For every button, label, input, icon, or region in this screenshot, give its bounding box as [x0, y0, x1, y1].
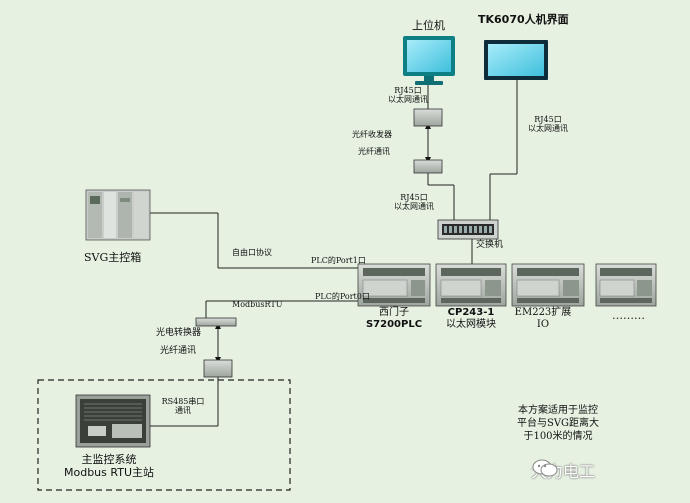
rs485-label-line2: 通讯	[175, 406, 191, 416]
em223-icon	[511, 263, 585, 307]
upper-pc-label: 上位机	[412, 19, 445, 32]
rs485-label-line1: RS485串口	[161, 397, 205, 406]
hmi-label: TK6070人机界面	[478, 13, 569, 26]
extra-module-icon	[595, 263, 657, 307]
modbus-rtu-label: ModbusRTU	[232, 300, 283, 309]
plc-label: 西门子 S7200PLC	[362, 307, 426, 330]
free-port-label: 自由口协议	[232, 248, 272, 257]
em223-label: EM223扩展 IO	[508, 307, 578, 330]
watermark: 大力电工	[531, 458, 595, 482]
rs485-label: RS485串口 通讯	[154, 397, 212, 415]
optic-converter-bottom-icon	[203, 359, 233, 378]
hmi-monitor-icon	[484, 40, 548, 80]
master-station-label: 主监控系统 Modbus RTU主站	[44, 453, 174, 479]
cp243-label-line2: 以太网模块	[446, 318, 496, 330]
rj45-label-switch: RJ45口 以太网通讯	[384, 193, 444, 211]
scheme-note: 本方案适用于监控 平台与SVG距离大 于100米的情况	[498, 404, 618, 443]
rj45-label-upper-line2: 以太网通讯	[388, 95, 428, 105]
optic-converter-label: 光电转换器	[156, 328, 202, 338]
rj45-label-hmi-line2: 以太网通讯	[528, 124, 568, 134]
svg-cabinet-label: SVG主控箱	[84, 251, 142, 264]
rj45-label-upper-line1: RJ45口	[394, 86, 422, 95]
optic-converter-top-icon	[195, 317, 237, 327]
note-line-2: 平台与SVG距离大	[516, 418, 600, 429]
rj45-label-hmi-line1: RJ45口	[534, 115, 562, 124]
plc-label-line1: 西门子	[379, 307, 409, 318]
em223-label-line2: IO	[536, 318, 550, 330]
plc-label-line2: S7200PLC	[365, 318, 423, 330]
cp243-1-icon	[435, 263, 507, 307]
rj45-label-upper: RJ45口 以太网通讯	[378, 86, 438, 104]
note-line-3: 于100米的情况	[523, 431, 593, 442]
svg-cabinet-icon	[85, 189, 151, 241]
rj45-label-switch-line2: 以太网通讯	[394, 202, 434, 212]
master-station-frame	[37, 379, 291, 491]
port0-label: PLC的Port0口	[315, 292, 370, 301]
more-modules-ellipsis: ………	[612, 309, 645, 322]
fiber-transceiver-top-icon	[413, 108, 443, 127]
rj45-label-hmi: RJ45口 以太网通讯	[518, 115, 578, 133]
rj45-label-switch-line1: RJ45口	[400, 193, 428, 202]
wechat-icon	[532, 459, 558, 477]
switch-label: 交换机	[476, 240, 504, 250]
upper-pc-monitor-icon	[403, 36, 455, 85]
plc-s7200-icon	[357, 263, 431, 307]
fiber-transceiver-bottom-icon	[413, 159, 443, 174]
connection-lines	[150, 80, 518, 427]
master-station-icon	[75, 394, 151, 448]
fiber-comm-label-top: 光纤通讯	[358, 147, 390, 156]
master-station-label-line2: Modbus RTU主站	[64, 465, 154, 479]
port1-label: PLC的Port1口	[311, 256, 366, 265]
switch-icon	[437, 219, 499, 240]
note-line-1: 本方案适用于监控	[518, 405, 598, 416]
fiber-comm-label-bottom: 光纤通讯	[160, 346, 197, 356]
em223-label-line1: EM223扩展	[514, 307, 572, 318]
cp243-label-line1: CP243-1	[447, 307, 495, 318]
cp243-label: CP243-1 以太网模块	[438, 307, 504, 330]
master-station-label-line1: 主监控系统	[81, 453, 137, 466]
fiber-transceiver-label: 光纤收发器	[352, 130, 392, 139]
